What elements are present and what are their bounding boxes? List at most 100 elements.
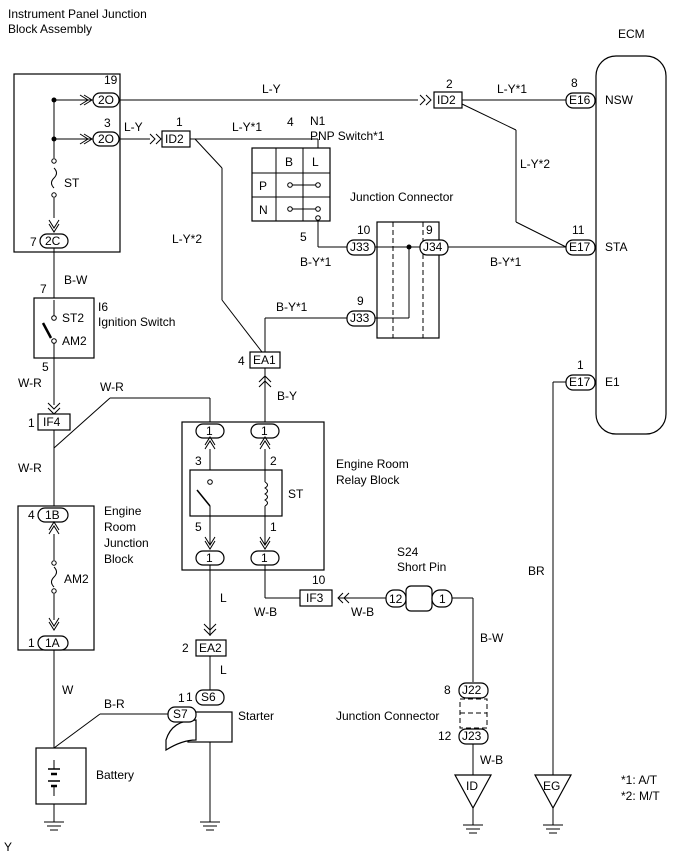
pin-5-n1: 5 (300, 230, 307, 244)
er-relay-2: Relay Block (336, 473, 400, 487)
connector-e17-sta (565, 239, 596, 256)
connector-e16-label: E16 (569, 93, 591, 107)
ign-name: Ignition Switch (98, 315, 175, 329)
pin-2-ea2: 2 (182, 641, 189, 655)
s24-id: S24 (397, 545, 419, 559)
pin-8-j22: 8 (444, 683, 451, 697)
wire-ly-2o3: L-Y (124, 120, 143, 134)
relay-pin-3: 3 (195, 454, 202, 468)
connector-j34-label: J34 (423, 240, 443, 254)
wire-l-b: L (220, 663, 227, 677)
relay-conn-1c-label: 1 (206, 551, 213, 565)
connector-id2-left-label: ID2 (165, 132, 184, 146)
connector-j22-label: J22 (462, 683, 482, 697)
relay-conn-1a-label: 1 (206, 424, 213, 438)
pin-1-id2: 1 (176, 115, 183, 129)
wire-bw-bottom: B-W (480, 631, 504, 645)
pnp-id: N1 (310, 114, 326, 128)
pin-11-e17: 11 (572, 223, 585, 237)
pnp-name: PNP Switch*1 (310, 129, 385, 143)
note-2: *2: M/T (621, 789, 660, 803)
relay-pin-1: 1 (270, 520, 277, 534)
connector-2o-3-label: 2O (98, 132, 114, 146)
pnp-switch-grid (251, 147, 331, 222)
connector-e17-sta-label: E17 (569, 240, 591, 254)
ecm-box (595, 55, 667, 435)
wire-wb-a: W-B (254, 605, 277, 619)
pnp-p: P (259, 179, 267, 193)
pin-9-j34: 9 (426, 223, 433, 237)
er-jb-4: Block (104, 552, 134, 566)
relay-conn-1a (195, 423, 225, 439)
pin-19: 19 (104, 73, 118, 87)
er-jb-2: Room (104, 520, 136, 534)
pnp-n: N (259, 203, 268, 217)
starter-label: Starter (238, 709, 274, 723)
ground-id (453, 774, 493, 810)
s24-name: Short Pin (397, 560, 446, 574)
connector-j22 (458, 682, 489, 699)
st-relay (189, 469, 283, 517)
pnp-b: B (285, 155, 293, 169)
connector-s7 (167, 706, 197, 723)
connector-id2-right-label: ID2 (437, 93, 456, 107)
wire-by1-b: B-Y*1 (490, 255, 522, 269)
pin-5-ign: 5 (42, 360, 49, 374)
short-pin-s24 (385, 585, 453, 612)
ecm-e1: E1 (605, 375, 620, 389)
ecm-title: ECM (618, 27, 645, 41)
wire-by: B-Y (277, 389, 297, 403)
ign-st2: ST2 (62, 311, 84, 325)
pin-3: 3 (104, 116, 111, 130)
relay-conn-1b-label: 1 (261, 424, 268, 438)
jc-top-title: Junction Connector (350, 190, 453, 204)
connector-s6-label: S6 (201, 690, 216, 704)
ecm-sta: STA (605, 240, 627, 254)
jc-bottom-title: Junction Connector (336, 709, 439, 723)
connector-j33-a (346, 239, 376, 256)
relay-pin-5: 5 (195, 520, 202, 534)
st-fuse-label: ST (64, 176, 80, 190)
er-jb-3: Junction (104, 536, 149, 550)
er-relay-1: Engine Room (336, 457, 409, 471)
corner-mark: Y (4, 840, 12, 854)
pin-1-1a: 1 (28, 636, 35, 650)
relay-pin-2: 2 (270, 454, 277, 468)
pin-1-e17: 1 (577, 358, 584, 372)
wire-br-a: B-R (104, 697, 125, 711)
connector-1b (37, 507, 69, 523)
ground-eg (533, 774, 573, 810)
pin-9-j33: 9 (357, 294, 364, 308)
battery-label: Battery (96, 768, 134, 782)
connector-2c-label: 2C (45, 234, 61, 248)
wire-ly1-b: L-Y*1 (497, 82, 527, 96)
pin-4-n1: 4 (287, 115, 294, 129)
connector-ea1-label: EA1 (253, 353, 276, 367)
relay-conn-1d-label: 1 (261, 551, 268, 565)
connector-e16 (565, 92, 596, 109)
pin-7b: 7 (40, 282, 47, 296)
pin-10-j33: 10 (357, 223, 371, 237)
junction-connector-top (376, 221, 440, 339)
battery (35, 747, 87, 805)
wire-wb-c: W-B (480, 753, 503, 767)
wire-wr-a: W-R (18, 376, 42, 390)
pin-1-s7: 1 (178, 691, 185, 705)
er-jb-1: Engine (104, 504, 142, 518)
pin-4-1b: 4 (28, 508, 35, 522)
pin-2-id2: 2 (446, 77, 453, 91)
wire-by1-c: B-Y*1 (276, 300, 308, 314)
wire-wr-c: W-R (100, 380, 124, 394)
pin-4-ea1: 4 (238, 354, 245, 368)
connector-s6 (195, 689, 225, 706)
connector-if3-label: IF3 (306, 591, 324, 605)
connector-j33-b-label: J33 (350, 311, 370, 325)
connector-1b-label: 1B (45, 508, 60, 522)
connector-e17-e1-label: E17 (569, 375, 591, 389)
connector-if3 (299, 589, 333, 607)
ground-id-label: ID (466, 779, 478, 793)
ign-id: I6 (98, 300, 108, 314)
pin-1-if4: 1 (28, 416, 35, 430)
